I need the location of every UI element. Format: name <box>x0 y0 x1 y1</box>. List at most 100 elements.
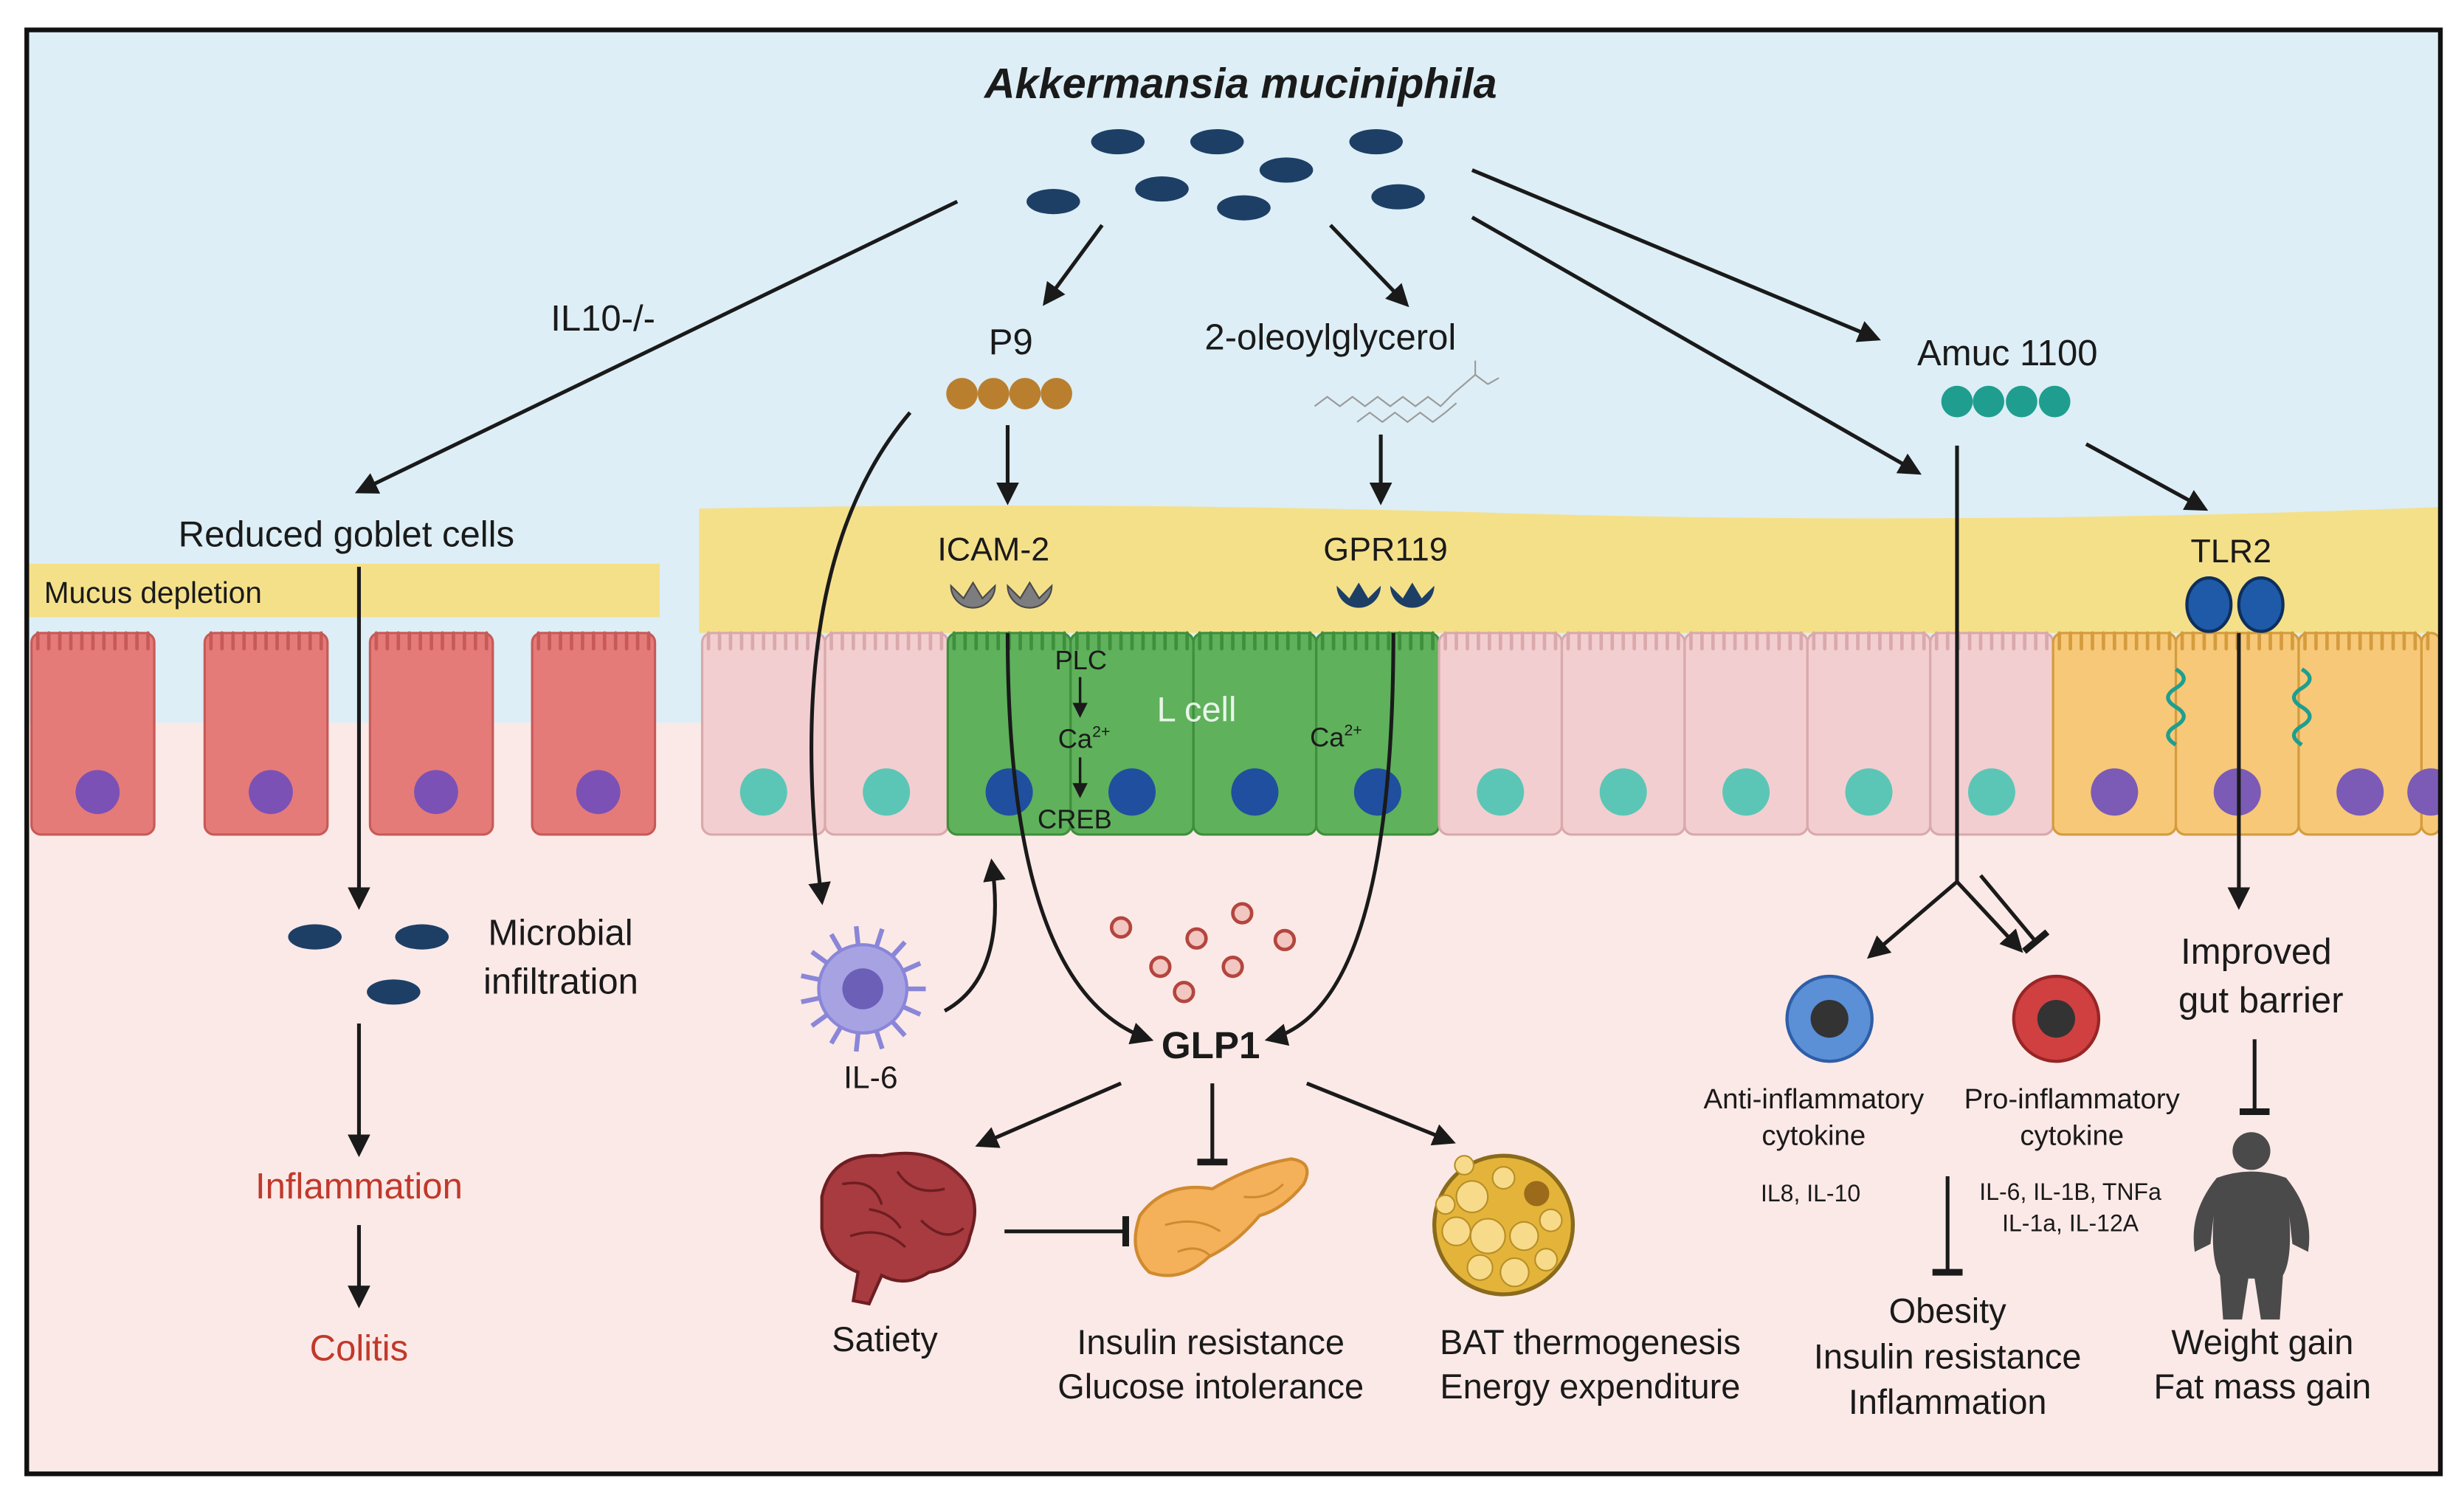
tight-junction-icon <box>2291 667 2312 747</box>
amuc-bead <box>2006 385 2037 418</box>
bacterium <box>1026 189 1080 215</box>
il6-immune-cell <box>801 925 926 1052</box>
amuc1100-label: Amuc 1100 <box>1917 334 2098 373</box>
pro-cytokine-list-1: IL-6, IL-1B, TNFa <box>1979 1178 2161 1205</box>
fat-droplet <box>1454 1155 1475 1176</box>
epithelium <box>700 631 2440 836</box>
glp1-label: GLP1 <box>1162 1024 1260 1066</box>
anti-inflammatory-label-1: Anti-inflammatory <box>1704 1083 1925 1115</box>
mucus-depletion-label: Mucus depletion <box>44 576 262 610</box>
p9-label: P9 <box>989 322 1033 362</box>
microvilli <box>1443 631 1558 651</box>
anti-inflammatory-label-2: cytokine <box>1761 1119 1866 1151</box>
arrow-p9-to-il6 <box>808 411 912 905</box>
brain-icon <box>820 1151 976 1306</box>
microbial-label-2: infiltration <box>483 962 638 1001</box>
arrow-gpr-to-glp1 <box>1264 632 1395 1046</box>
glp1-granules <box>1109 902 1297 1004</box>
ca-label-left: Ca2+ <box>1058 723 1111 754</box>
satiety-label: Satiety <box>832 1320 938 1359</box>
insulin-resistance-label: Insulin resistance <box>1077 1323 1345 1361</box>
bacteria-cluster <box>1026 128 1425 221</box>
fat-droplet <box>1435 1194 1456 1215</box>
bacterium <box>1091 128 1145 155</box>
icam2-label: ICAM-2 <box>937 531 1049 568</box>
p9-bead <box>946 378 978 410</box>
microvilli <box>829 631 944 651</box>
epithelial-cell-nucleus <box>1477 768 1525 816</box>
arrow-il6-to-lcell <box>943 858 1006 1013</box>
p9-peptide-beads <box>946 378 1072 410</box>
bacterium <box>395 924 449 950</box>
amuc-bead <box>1973 385 2005 418</box>
insulin-resistance-right-label: Insulin resistance <box>1814 1337 2082 1376</box>
mucus-layer-left <box>27 563 660 618</box>
arrow-amuc-to-tlr2 <box>2085 442 2209 511</box>
fat-mass-gain-label: Fat mass gain <box>2154 1367 2372 1406</box>
fat-droplet <box>1534 1248 1559 1272</box>
fat-droplet <box>1500 1257 1530 1288</box>
bacterium <box>1190 128 1244 155</box>
glp1-granule <box>1173 981 1195 1004</box>
diagram-title: Akkermansia muciniphila <box>983 60 1497 107</box>
bat-thermogenesis-label: BAT thermogenesis <box>1440 1323 1741 1361</box>
colitis-label: Colitis <box>310 1329 409 1369</box>
tight-junction-icon <box>2166 667 2186 747</box>
fat-droplet <box>1509 1221 1539 1252</box>
oleoylglycerol-label: 2-oleoylglycerol <box>1204 318 1456 358</box>
bacterium <box>1217 195 1271 221</box>
fat-droplet <box>1441 1216 1471 1246</box>
p9-bead <box>977 378 1010 410</box>
microvilli <box>2180 631 2294 651</box>
arrow-glp1-to-bat <box>1305 1081 1456 1146</box>
glp1-granule <box>1221 956 1244 978</box>
amuc-bead <box>1941 385 1973 418</box>
microvilli <box>1198 631 1312 651</box>
tlr-epithelial-cell-nucleus <box>2091 768 2139 816</box>
arrow-to-epithelium-right <box>1471 215 1922 475</box>
brown-fat-icon <box>1432 1153 1576 1297</box>
glp1-granule <box>1109 916 1133 939</box>
microvilli <box>35 631 150 651</box>
l-cell-nucleus <box>1231 768 1279 816</box>
microvilli <box>536 631 651 651</box>
goblet-cells <box>30 631 657 836</box>
bacterium <box>1371 184 1425 210</box>
l-cell-nucleus <box>985 768 1033 816</box>
microvilli <box>2303 631 2418 651</box>
fat-droplet <box>1466 1254 1494 1281</box>
inhibit-pro-inflammatory <box>1979 874 2050 954</box>
pro-inflammatory-label-2: cytokine <box>2020 1119 2124 1151</box>
microvilli <box>374 631 489 651</box>
tlr-epithelial-cell-nucleus <box>2407 768 2440 816</box>
goblet-label: Reduced goblet cells <box>179 514 514 554</box>
pancreas-icon <box>1133 1157 1309 1277</box>
arrow-to-anti-inflammatory <box>1866 880 1959 959</box>
il6-label: IL-6 <box>843 1060 898 1095</box>
epithelial-cell-nucleus <box>1845 768 1893 816</box>
goblet-cell-nucleus <box>75 770 120 815</box>
tlr2-receptor <box>2185 576 2285 633</box>
arrow-to-oleoylglycerol <box>1328 224 1409 308</box>
arrow-to-amuc <box>1471 168 1881 342</box>
arrow-to-goblet <box>354 199 959 494</box>
improved-label: Improved <box>2181 932 2332 972</box>
plc-label: PLC <box>1055 645 1107 675</box>
inflammation-right-label: Inflammation <box>1849 1383 2047 1421</box>
bacterium <box>1135 176 1189 202</box>
l-cell-nucleus <box>1353 768 1401 816</box>
epithelial-cell-nucleus <box>1967 768 2015 816</box>
glp1-granule <box>1149 956 1172 978</box>
microvilli <box>1812 631 1926 651</box>
amuc-bead <box>2038 385 2071 418</box>
ca-label-right: Ca2+ <box>1310 721 1362 752</box>
inflammation-label: Inflammation <box>255 1167 463 1207</box>
goblet-cell-nucleus <box>249 770 293 815</box>
microvilli <box>1566 631 1680 651</box>
pro-inflammatory-label-1: Pro-inflammatory <box>1964 1083 2181 1115</box>
pro-cytokine-list-2: IL-1a, IL-12A <box>2002 1210 2139 1237</box>
gpr119-receptor <box>1336 582 1435 608</box>
weight-gain-label: Weight gain <box>2171 1323 2353 1361</box>
bacterium <box>288 924 342 950</box>
oleoylglycerol-structure <box>1314 360 1500 424</box>
